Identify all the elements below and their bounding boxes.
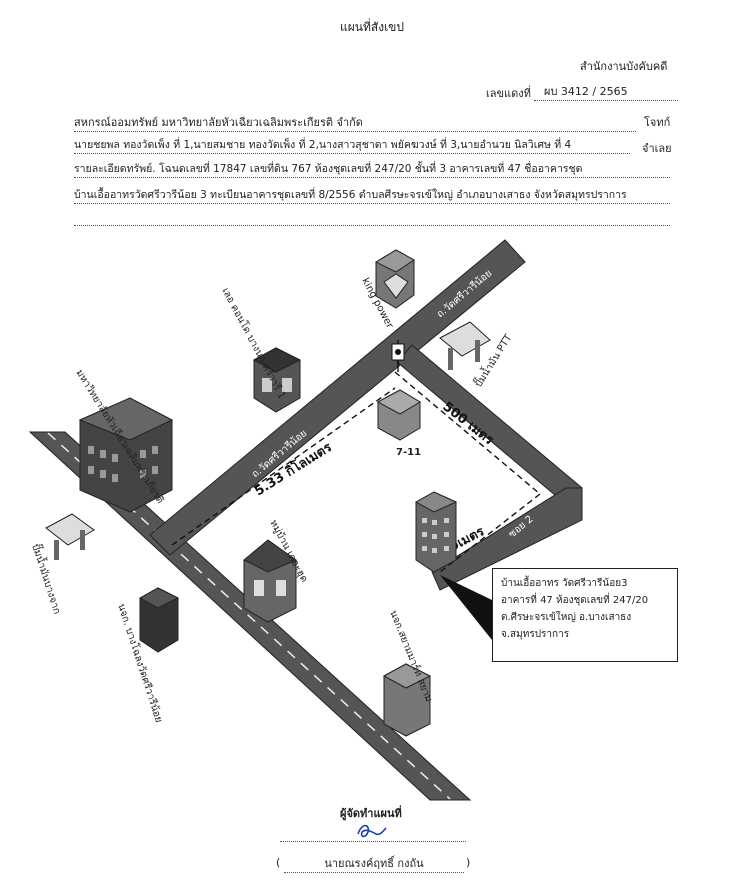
label-seven-eleven: 7-11	[396, 447, 421, 458]
king-power-icon	[374, 249, 415, 309]
target-condo-icon	[414, 491, 458, 573]
signature-paren-close: )	[466, 856, 471, 869]
plaintiff-role: โจทก์	[644, 116, 671, 129]
defendant-names: นายชยพล ทองวัดเพ็ง ที่ 1,นายสมชาย ทองวัด…	[74, 136, 630, 154]
defendant-role: จำเลย	[642, 142, 672, 155]
callout-line-1: บ้านเอื้ออาทร วัดศรีวารีน้อย3	[501, 578, 628, 589]
bangpli-building-icon	[138, 587, 180, 653]
village-house-icon	[243, 539, 298, 623]
label-bangchak: ปั๊มน้ำมันบางจาก	[29, 542, 65, 616]
siam-market-icon	[382, 663, 432, 737]
case-number: ผบ 3412 / 2565	[534, 82, 678, 101]
le-condo-icon	[252, 347, 302, 413]
blank-line	[74, 224, 670, 226]
office-name: สำนักงานบังคับคดี	[580, 60, 668, 73]
signer-name: นายณรงค์ฤทธิ์ กงถัน	[284, 854, 464, 873]
road-wat-sriwari	[149, 239, 526, 556]
plaintiff-name: สหกรณ์ออมทรัพย์ มหาวิทยาลัยหัวเฉียวเฉลิม…	[74, 113, 636, 132]
callout-line-3: ต.ศีรษะจรเข้ใหญ่ อ.บางเสาธง	[501, 612, 632, 623]
callout-pointer	[440, 575, 492, 640]
roads	[28, 239, 583, 801]
callout-line-4: จ.สมุทรปราการ	[501, 629, 570, 640]
signature-label: ผู้จัดทำแผนที่	[340, 807, 402, 820]
callout-line-2: อาคารที่ 47 ห้องชุดเลขที่ 247/20	[501, 595, 649, 606]
page-title: แผนที่สังเขป	[340, 20, 404, 34]
signature-paren-open: (	[276, 856, 281, 869]
signature-line	[280, 840, 466, 842]
seven-eleven-icon	[376, 389, 421, 441]
university-icon	[78, 397, 174, 513]
signature-mark	[357, 824, 387, 838]
property-line-1: รายละเอียดทรัพย์. โฉนดเลขที่ 17847 เลขที…	[74, 160, 670, 178]
case-prefix: เลขแดงที่	[486, 87, 531, 100]
property-callout: บ้านเอื้ออาทร วัดศรีวารีน้อย3 อาคารที่ 4…	[492, 568, 678, 662]
property-line-2: บ้านเอื้ออาทรวัดศรีวารีน้อย 3 ทะเบียนอาค…	[74, 186, 670, 204]
ptt-station-icon	[439, 321, 491, 370]
bangchak-station-icon	[45, 513, 95, 560]
traffic-light-icon	[391, 343, 405, 361]
